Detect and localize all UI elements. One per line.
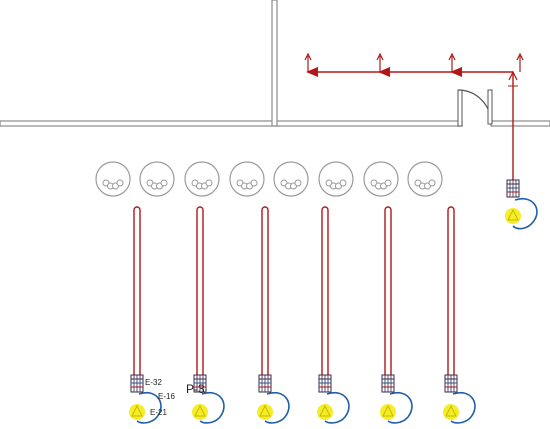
device-unit-right <box>505 179 538 230</box>
tag-label-2: E-16 <box>158 392 175 401</box>
pipe-assembly <box>443 206 476 424</box>
wall-vertical <box>271 0 278 127</box>
round-fixture-icon <box>407 161 443 197</box>
pipe-row <box>129 206 476 424</box>
round-fixture-icon <box>184 161 220 197</box>
wall-horizontal-left <box>0 120 463 127</box>
arrow-left-icon <box>378 67 390 77</box>
device-ref-label: P-3 <box>186 382 205 396</box>
pipe-assembly <box>257 206 290 424</box>
pipe-assembly <box>380 206 413 424</box>
up-arrow-icon <box>516 52 524 61</box>
fixture-row <box>95 161 443 197</box>
arrow-left-icon <box>450 67 462 77</box>
up-arrow-icon <box>376 52 384 61</box>
walls <box>0 0 550 127</box>
door-icon <box>457 89 493 127</box>
upper-branch-pipe <box>304 52 524 182</box>
tag-label-3: E-21 <box>150 408 167 417</box>
round-fixture-icon <box>95 161 131 197</box>
tag-label-1: E-32 <box>145 378 162 387</box>
riser-arrows <box>304 52 524 72</box>
wall-horizontal-right <box>490 120 550 127</box>
round-fixture-icon <box>273 161 309 197</box>
round-fixture-icon <box>318 161 354 197</box>
round-fixture-icon <box>363 161 399 197</box>
arrow-left-icon <box>306 67 318 77</box>
pipe-assembly <box>317 206 350 424</box>
pipe-assembly <box>129 206 162 424</box>
round-fixture-icon <box>139 161 175 197</box>
pipe-assembly <box>192 206 225 424</box>
up-arrow-icon <box>448 52 456 61</box>
up-arrow-icon <box>304 52 312 61</box>
round-fixture-icon <box>229 161 265 197</box>
